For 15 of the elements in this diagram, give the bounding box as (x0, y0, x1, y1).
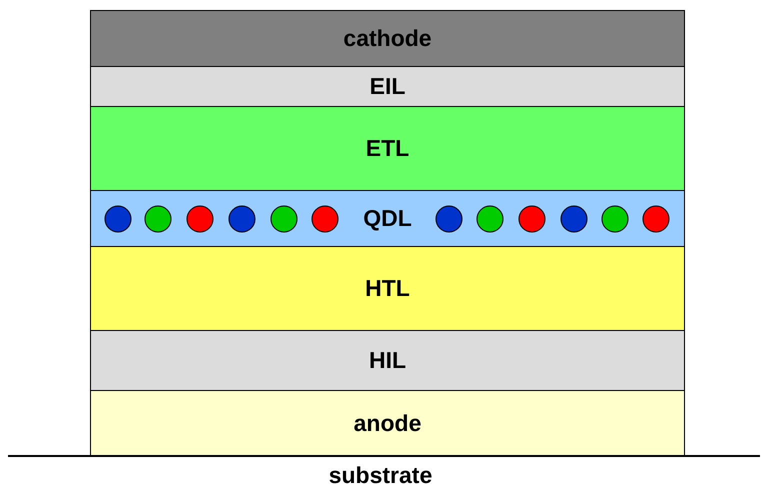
layer-band (90, 66, 685, 107)
layer-band (90, 330, 685, 391)
layer-band (90, 190, 685, 247)
layer-label: QDL (363, 205, 412, 232)
layer-label: HIL (368, 347, 406, 374)
substrate-label: substrate (328, 462, 432, 488)
layer-label: ETL (366, 135, 410, 162)
layer-band (90, 246, 685, 331)
layer-label: HTL (365, 275, 410, 302)
layer-band (90, 106, 685, 191)
layer-band (90, 390, 685, 456)
layer-label: EIL (370, 73, 406, 100)
layer-band (90, 10, 685, 67)
layer-label: cathode (343, 25, 432, 52)
layer-label: anode (354, 410, 422, 436)
